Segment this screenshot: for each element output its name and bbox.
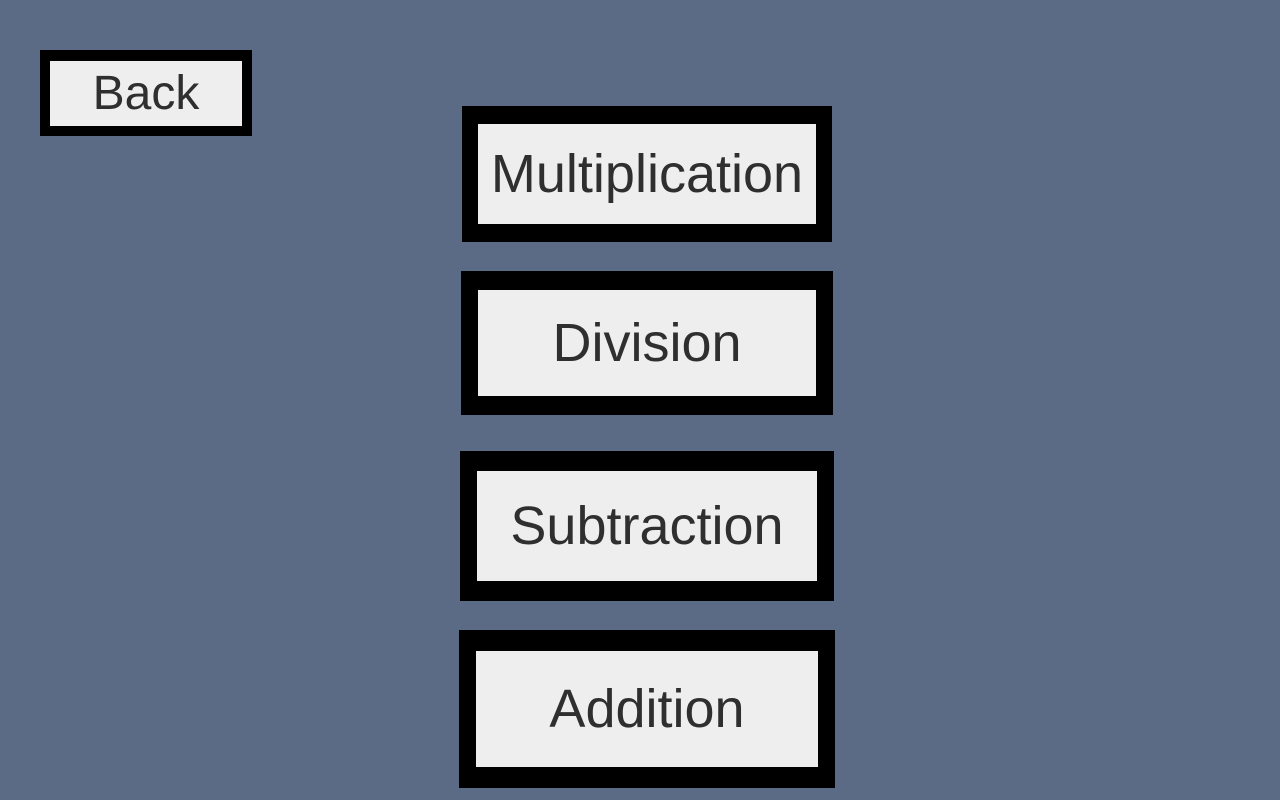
- back-button-label: Back: [50, 61, 242, 126]
- subtraction-button[interactable]: Subtraction: [460, 451, 834, 601]
- multiplication-button-label: Multiplication: [478, 124, 816, 224]
- back-button[interactable]: Back: [40, 50, 252, 136]
- multiplication-button[interactable]: Multiplication: [462, 106, 832, 242]
- addition-button[interactable]: Addition: [459, 630, 835, 788]
- addition-button-label: Addition: [476, 651, 818, 767]
- division-button[interactable]: Division: [461, 271, 833, 415]
- subtraction-button-label: Subtraction: [477, 471, 817, 581]
- division-button-label: Division: [478, 290, 816, 396]
